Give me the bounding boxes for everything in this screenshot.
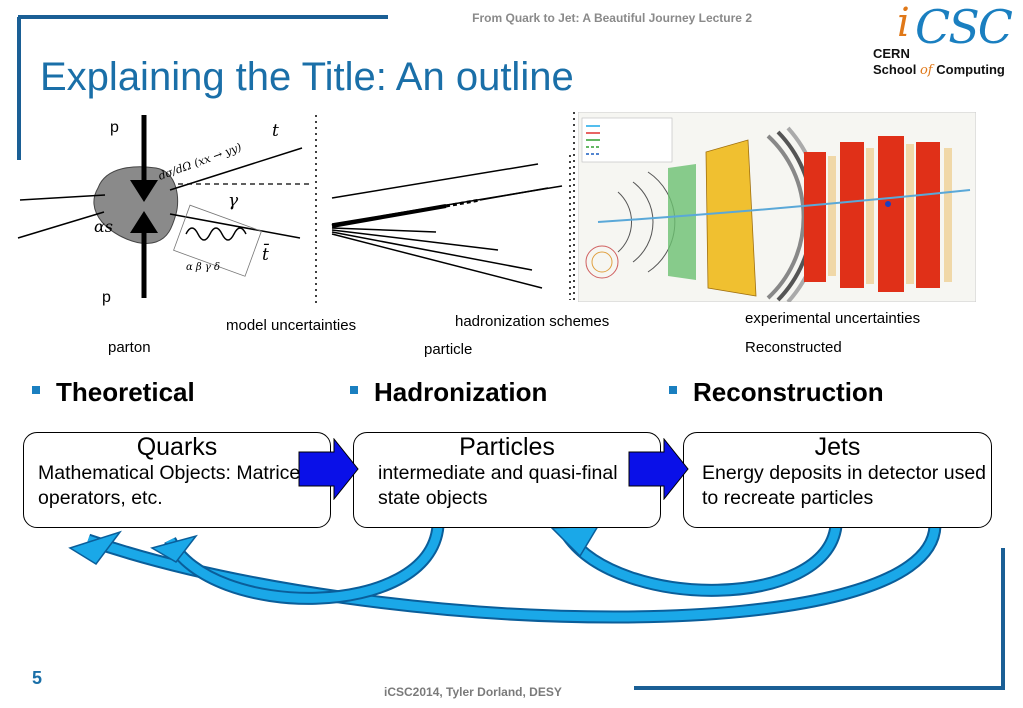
- label-p-bottom: p: [102, 289, 111, 306]
- caption-hadronization-schemes: hadronization schemes: [455, 313, 610, 330]
- caption-parton: parton: [108, 339, 151, 356]
- caption-reconstructed: Reconstructed: [745, 339, 842, 356]
- bullet-square-icon: [669, 386, 677, 395]
- label-gamma: γ: [228, 191, 239, 211]
- particle-lines-diagram: [331, 155, 571, 300]
- arrow-right-icon: [298, 438, 359, 500]
- label-alpha-s: αs: [94, 217, 113, 236]
- label-t: t: [272, 121, 279, 141]
- lecture-title: From Quark to Jet: A Beautiful Journey L…: [472, 11, 752, 25]
- footer-credit: iCSC2014, Tyler Dorland, DESY: [384, 685, 562, 699]
- bullet-reconstruction: Reconstruction: [669, 377, 884, 408]
- box-quarks-heading: Quarks: [136, 433, 218, 461]
- bullet-square-icon: [32, 386, 40, 395]
- box-jets: Jets Energy deposits in detector used to…: [683, 432, 992, 528]
- curve-arrowhead-icon: [68, 530, 123, 565]
- box-quarks: Quarks Mathematical Objects: Matrices, o…: [23, 432, 331, 528]
- bullet-theoretical: Theoretical: [32, 377, 195, 408]
- caption-model-uncertainties: model uncertainties: [226, 317, 357, 334]
- box-jets-body: Energy deposits in detector used to recr…: [702, 462, 987, 509]
- curve-arrowhead-icon: [150, 534, 198, 563]
- page-number: 5: [32, 668, 43, 688]
- feynman-diagram: p p t t̄ γ αs dσ/dΩ (xx → yy) α β γ δ: [17, 115, 317, 306]
- bullet-square-icon: [350, 386, 358, 395]
- arrow-right-icon: [628, 438, 689, 500]
- logo-letter-i: i: [897, 0, 910, 46]
- label-tbar: t̄: [262, 242, 269, 265]
- box-jets-heading: Jets: [814, 433, 861, 461]
- bullet-hadronization: Hadronization: [350, 377, 547, 408]
- slide-title: Explaining the Title: An outline: [40, 55, 574, 99]
- logo-letters-csc: CSC: [915, 0, 1013, 54]
- logo-cern: CERN: [873, 46, 910, 61]
- caption-experimental-uncertainties: experimental uncertainties: [745, 310, 921, 327]
- label-p-top: p: [110, 119, 119, 136]
- label-greek: α β γ δ: [186, 262, 220, 273]
- logo-school-of-computing: School of Computing: [873, 62, 1005, 78]
- box-quarks-body: Mathematical Objects: Matrices, operator…: [38, 462, 316, 509]
- box-particles: Particles intermediate and quasi-final s…: [353, 432, 661, 528]
- box-particles-body: intermediate and quasi-final state objec…: [378, 462, 618, 509]
- detector-slice-image: [578, 112, 976, 302]
- box-particles-heading: Particles: [459, 433, 555, 461]
- separator-dotted: [573, 112, 575, 300]
- caption-particle: particle: [424, 341, 473, 358]
